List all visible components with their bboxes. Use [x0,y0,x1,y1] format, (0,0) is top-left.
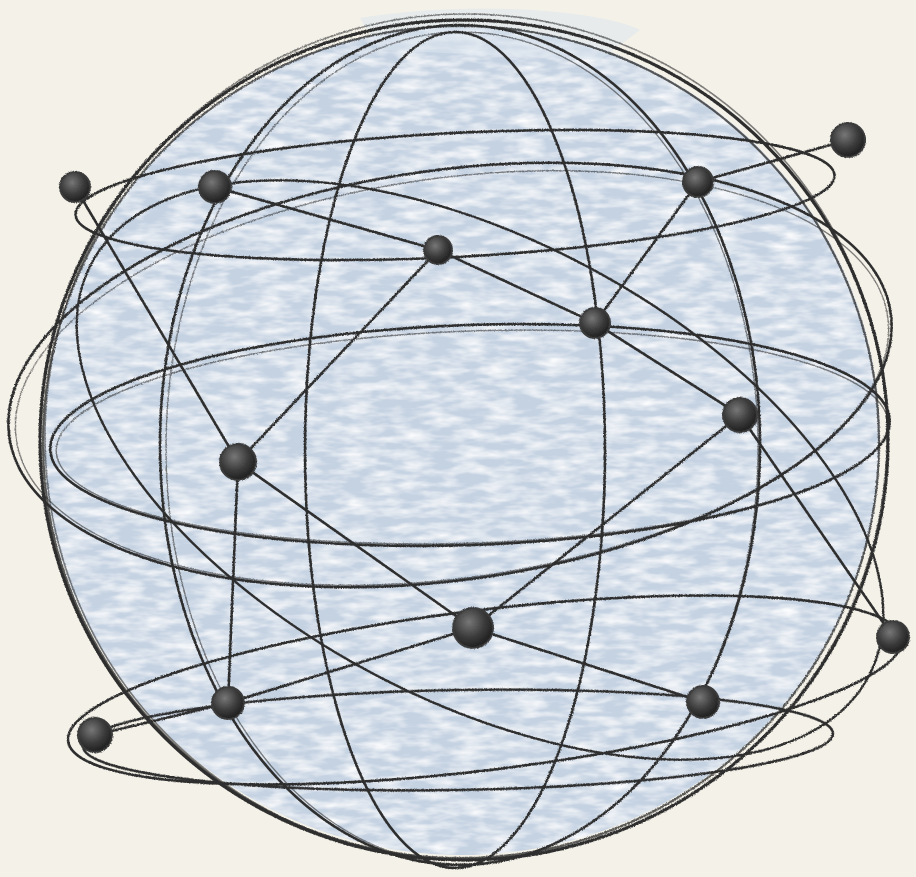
network-node [580,308,610,338]
network-node [723,398,757,432]
network-node [877,621,909,653]
network-node [453,608,493,648]
network-node [220,444,256,480]
network-node [78,718,112,752]
network-node [683,167,713,197]
network-node [831,123,865,157]
network-node [212,687,244,719]
network-node [687,686,719,718]
network-node [60,172,90,202]
network-node [424,236,452,264]
network-node [199,171,231,203]
